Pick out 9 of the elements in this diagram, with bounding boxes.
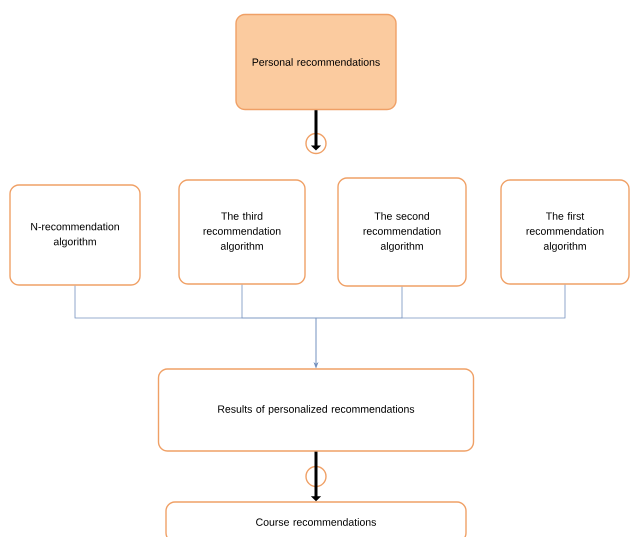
process-box: The third recommendation algorithm [178, 179, 306, 285]
process-box: The first recommendation algorithm [500, 179, 630, 285]
process-box: Course recommendations [165, 501, 467, 537]
process-box: N-recommendation algorithm [9, 184, 141, 286]
process-box: The second recommendation algorithm [337, 177, 467, 287]
process-box: Results of personalized recommendations [158, 368, 474, 452]
circled-arrow [305, 452, 327, 502]
process-box: Personal recommendations [235, 14, 397, 110]
circled-arrow [305, 110, 327, 154]
